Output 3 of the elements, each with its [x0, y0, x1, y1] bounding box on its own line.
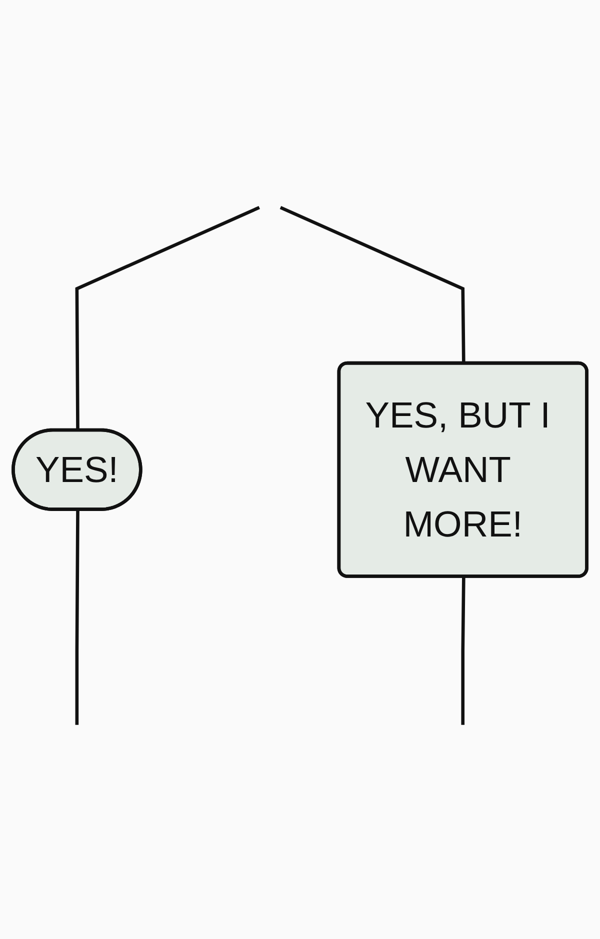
- connector: [280, 206, 466, 364]
- connector: [461, 576, 466, 725]
- connector: [75, 510, 80, 725]
